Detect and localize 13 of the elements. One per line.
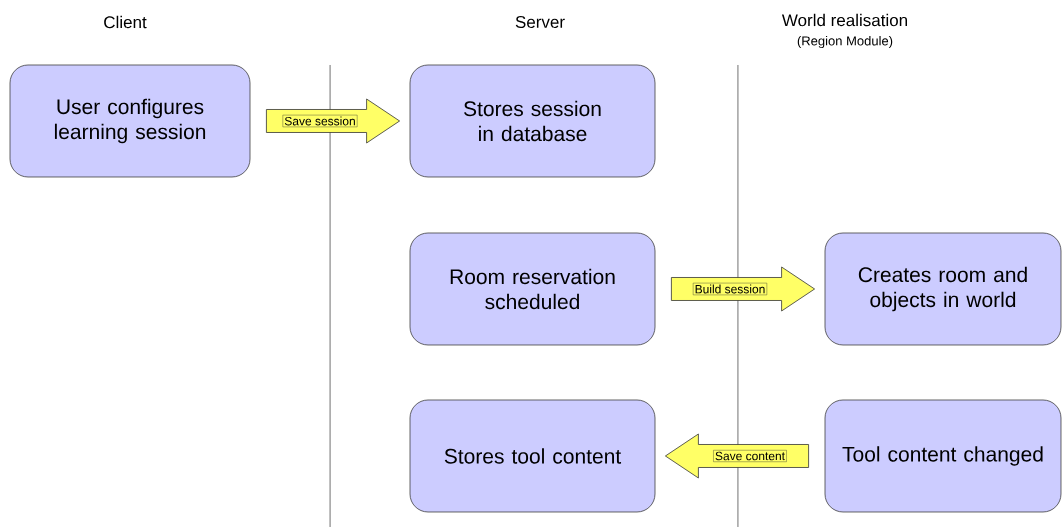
- process-box: Creates room and objects in world: [824, 232, 1062, 346]
- edge-label: Save content: [713, 450, 787, 462]
- process-box: Room reservation scheduled: [409, 232, 656, 346]
- column-subheading: (Region Module): [797, 35, 893, 49]
- process-box: Stores tool content: [409, 399, 656, 513]
- process-box: Tool content changed: [824, 399, 1062, 513]
- edge-label: Build session: [692, 282, 768, 296]
- column-heading: World realisation: [781, 13, 907, 27]
- process-box: User configures learning session: [9, 64, 251, 178]
- process-box: Stores session in database: [409, 64, 656, 178]
- column-heading: Server: [515, 16, 565, 28]
- column-heading: Client: [104, 15, 147, 29]
- edge-label: Save session: [282, 114, 358, 128]
